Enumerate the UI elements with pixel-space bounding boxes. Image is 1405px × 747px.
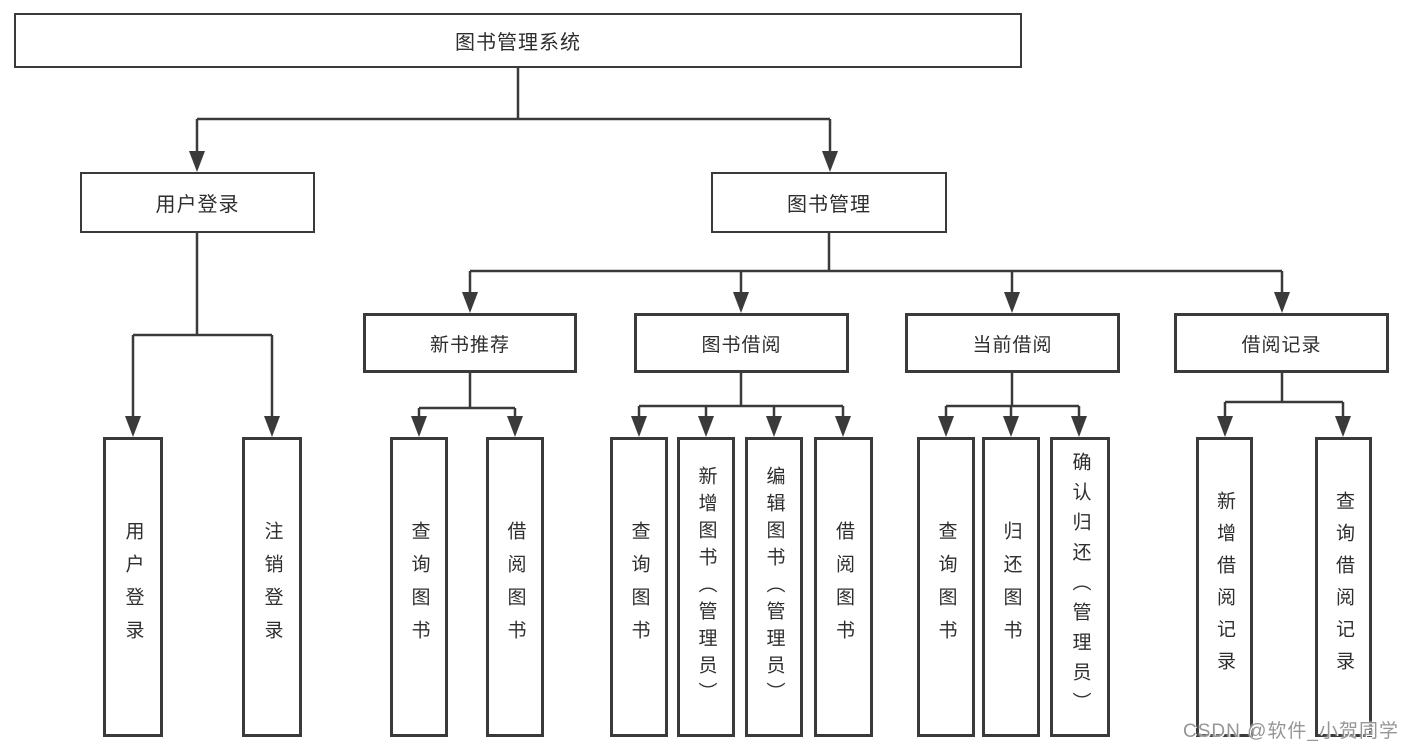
leaf-label: 用户登录 (122, 521, 144, 653)
leaf-add-books-admin: 新增图书（管理员） (677, 437, 735, 737)
leaf-label: 编辑图书（管理员） (763, 465, 785, 709)
node-book-borrowing: 图书借阅 (634, 313, 849, 373)
leaf-edit-books-admin: 编辑图书（管理员） (745, 437, 803, 737)
leaf-return-books: 归还图书 (982, 437, 1040, 737)
node-label: 借阅记录 (1241, 334, 1322, 356)
leaf-label: 新增图书（管理员） (695, 465, 717, 709)
leaf-label: 借阅图书 (504, 521, 526, 653)
node-new-book-recommendation: 新书推荐 (363, 313, 577, 373)
node-borrowing-records: 借阅记录 (1174, 313, 1389, 373)
leaf-label: 注销登录 (261, 521, 283, 653)
node-library-management-system: 图书管理系统 (14, 13, 1022, 68)
node-user-login: 用户登录 (80, 172, 315, 233)
leaf-confirm-return-admin: 确认归还（管理员） (1050, 437, 1110, 737)
leaf-label: 借阅图书 (833, 521, 854, 653)
leaf-label: 归还图书 (1000, 521, 1022, 653)
node-book-management: 图书管理 (711, 172, 947, 233)
leaf-label: 新增借阅记录 (1214, 491, 1235, 683)
leaf-query-books-recommend: 查询图书 (390, 437, 448, 737)
node-label: 新书推荐 (429, 334, 510, 356)
leaf-label: 查询图书 (408, 521, 430, 653)
leaf-query-books-borrowing: 查询图书 (610, 437, 668, 737)
node-current-borrowing: 当前借阅 (905, 313, 1120, 373)
node-label: 当前借阅 (972, 334, 1053, 356)
leaf-label: 查询借阅记录 (1333, 491, 1354, 683)
leaf-add-borrow-record: 新增借阅记录 (1196, 437, 1253, 737)
watermark: CSDN @软件_小贺同学 (1183, 721, 1399, 742)
leaf-borrow-books-recommend: 借阅图书 (486, 437, 544, 737)
leaf-query-books-current: 查询图书 (917, 437, 975, 737)
node-label: 图书管理 (787, 194, 871, 216)
node-label: 图书管理系统 (455, 32, 581, 54)
leaf-borrow-books: 借阅图书 (814, 437, 873, 737)
leaf-logout: 注销登录 (242, 437, 302, 737)
leaf-query-borrow-record: 查询借阅记录 (1315, 437, 1372, 737)
leaf-label: 确认归还（管理员） (1069, 452, 1091, 722)
leaf-label: 查询图书 (935, 521, 957, 653)
leaf-label: 查询图书 (628, 521, 650, 653)
node-label: 用户登录 (155, 194, 240, 216)
node-label: 图书借阅 (701, 334, 782, 356)
leaf-user-login: 用户登录 (103, 437, 163, 737)
